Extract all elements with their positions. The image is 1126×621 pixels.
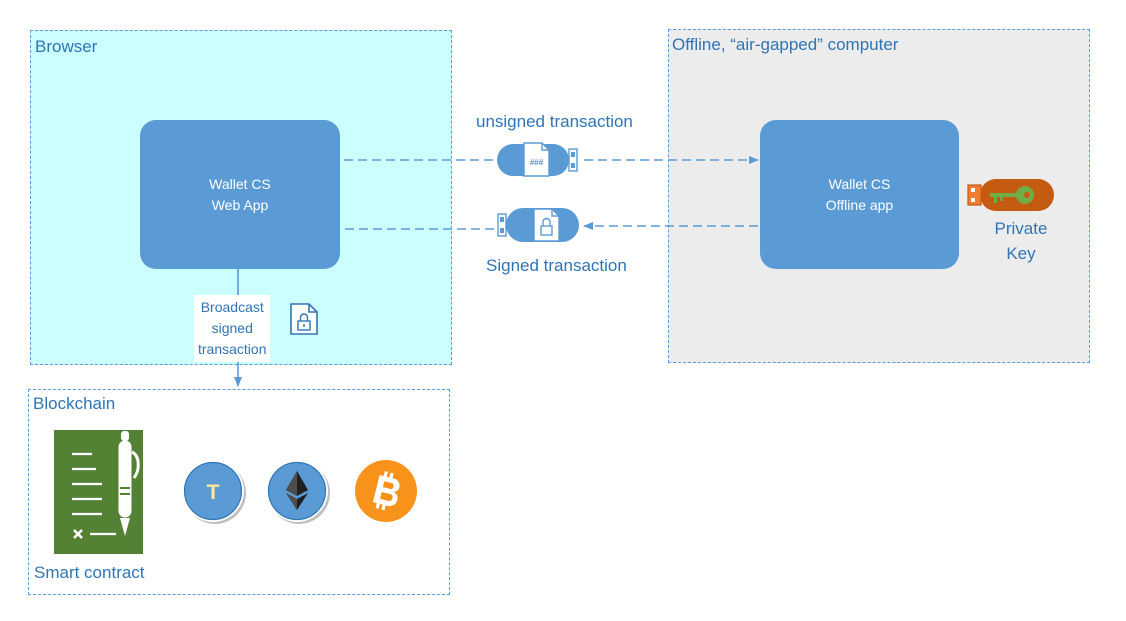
unsigned-usb-drive-icon: ###	[497, 142, 578, 177]
smart-contract-label: Smart contract	[34, 563, 145, 582]
broadcast-label: Broadcast signed transaction	[194, 295, 271, 362]
offline-region-label: Offline, “air-gapped” computer	[672, 35, 899, 54]
document-icon: ###	[523, 142, 550, 177]
broadcast-line-2: signed	[211, 320, 253, 336]
blockchain-region-label: Blockchain	[33, 394, 116, 413]
signature-cross	[73, 529, 83, 539]
pen-icon	[117, 431, 140, 536]
token-letter: T	[207, 481, 220, 504]
document-glyph: ###	[530, 158, 544, 167]
signed-transaction-label: Signed transaction	[486, 256, 627, 275]
browser-region-label: Browser	[35, 37, 98, 56]
offline-app-subtitle: Offline app	[825, 196, 894, 213]
broadcast-line-3: transaction	[198, 341, 267, 357]
signed-usb-drive-icon	[497, 208, 579, 242]
private-key-line-1: Private	[994, 219, 1048, 238]
document-icon	[533, 208, 560, 242]
private-key-usb-icon	[967, 179, 1054, 211]
offline-app-title: Wallet CS	[828, 175, 891, 192]
key-icon	[990, 186, 1034, 204]
signed-document-icon	[290, 303, 318, 335]
ethereum-icon	[266, 460, 330, 524]
unsigned-transaction-label: unsigned transaction	[476, 112, 633, 131]
padlock-icon	[540, 217, 553, 236]
broadcast-line-1: Broadcast	[200, 299, 264, 315]
web-app-title: Wallet CS	[209, 175, 271, 192]
token-coin-icon: T	[182, 460, 246, 524]
web-app-subtitle: Web App	[211, 196, 269, 213]
padlock-icon	[297, 313, 311, 331]
bitcoin-icon	[355, 460, 417, 522]
private-key-line-2: Key	[1006, 244, 1036, 263]
wallet-offline-app-box: Wallet CS Offline app	[760, 120, 959, 269]
wallet-web-app-box: Wallet CS Web App	[140, 120, 340, 269]
private-key-label: Private Key	[981, 216, 1061, 266]
smart-contract-icon	[54, 430, 143, 554]
